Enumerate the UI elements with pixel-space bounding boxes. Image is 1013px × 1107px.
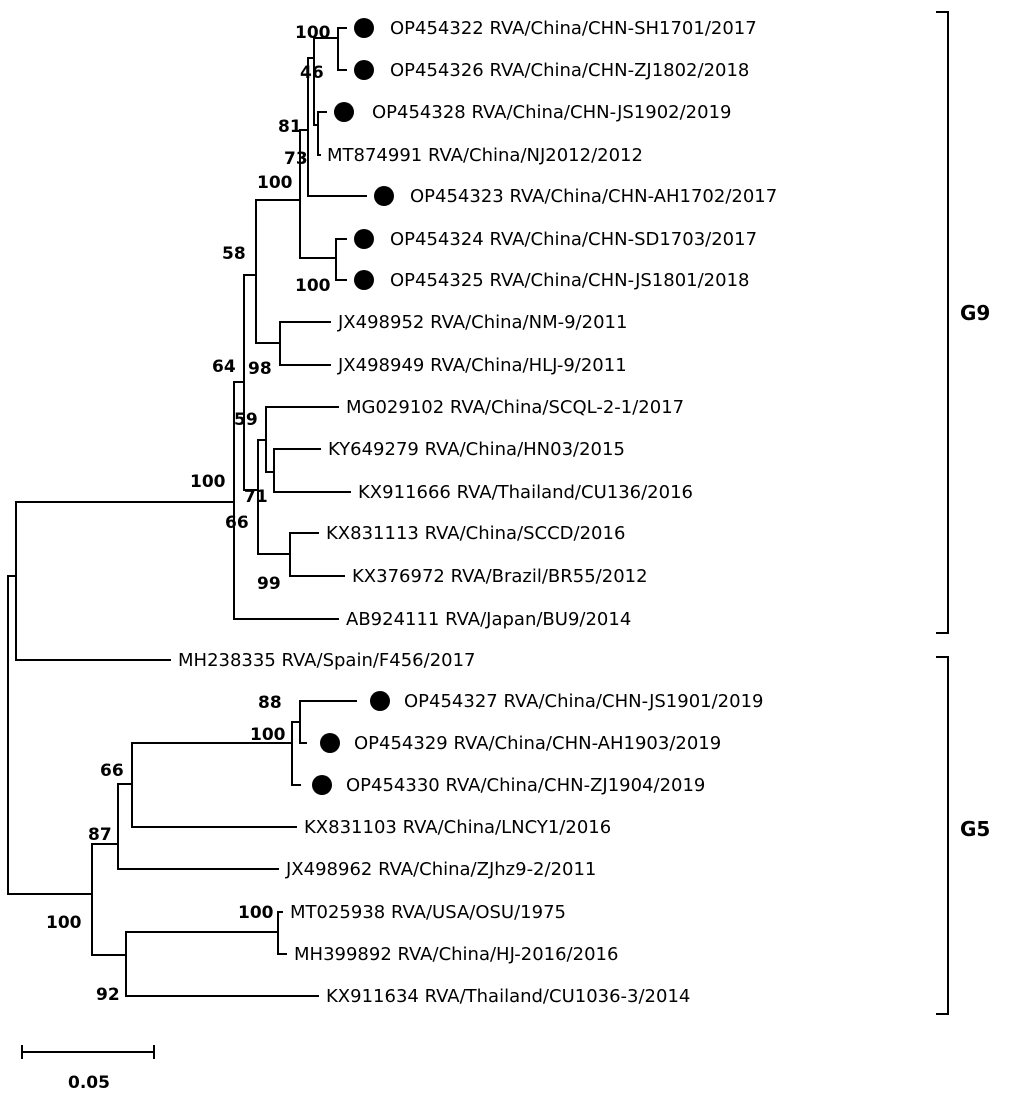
bootstrap-value: 73	[284, 149, 308, 169]
bootstrap-value: 46	[300, 63, 324, 83]
leaf-label: JX498949 RVA/China/HLJ-9/2011	[337, 355, 627, 376]
marker-dot	[312, 775, 332, 795]
leaf-label: OP454328 RVA/China/CHN-JS1902/2019	[372, 102, 731, 123]
leaf-label: MT874991 RVA/China/NJ2012/2012	[327, 145, 643, 166]
leaf-label: OP454327 RVA/China/CHN-JS1901/2019	[404, 691, 763, 712]
leaf-label: JX498962 RVA/China/ZJhz9-2/2011	[285, 859, 596, 880]
leaf-label: KX911634 RVA/Thailand/CU1036-3/2014	[326, 986, 690, 1007]
bootstrap-value: 92	[96, 985, 120, 1005]
marker-dot	[354, 270, 374, 290]
bootstrap-value: 64	[212, 357, 236, 377]
leaf-label: KX831103 RVA/China/LNCY1/2016	[304, 817, 611, 838]
bootstrap-value: 66	[100, 761, 124, 781]
bootstrap-value: 100	[250, 725, 286, 745]
leaf-label: MG029102 RVA/China/SCQL-2-1/2017	[346, 397, 684, 418]
bootstrap-value: 99	[257, 574, 281, 594]
bootstrap-value: 81	[278, 117, 302, 137]
leaf-label: OP454329 RVA/China/CHN-AH1903/2019	[354, 733, 721, 754]
bootstrap-value: 71	[244, 487, 268, 507]
leaf-labels: OP454322 RVA/China/CHN-SH1701/2017 OP454…	[178, 18, 777, 1007]
bootstrap-value: 100	[295, 276, 331, 296]
bootstrap-value: 87	[88, 825, 112, 845]
g5-bracket	[936, 656, 949, 1015]
g9-bracket	[936, 11, 949, 634]
leaf-label: OP454324 RVA/China/CHN-SD1703/2017	[390, 229, 757, 250]
leaf-label: OP454322 RVA/China/CHN-SH1701/2017	[390, 18, 757, 39]
bootstrap-value: 100	[46, 913, 82, 933]
leaf-label: MH399892 RVA/China/HJ-2016/2016	[294, 944, 618, 965]
bootstrap-value: 100	[257, 173, 293, 193]
marker-dot	[374, 186, 394, 206]
bootstrap-value: 100	[295, 23, 331, 43]
bootstrap-value: 58	[222, 244, 246, 264]
marker-dot	[320, 733, 340, 753]
bootstrap-values: 100 46 81 73 100 100 58 98 64 59 71 100 …	[46, 23, 331, 1005]
marker-dot	[354, 229, 374, 249]
leaf-label: OP454323 RVA/China/CHN-AH1702/2017	[410, 186, 777, 207]
bootstrap-value: 66	[225, 513, 249, 533]
marker-dot	[354, 60, 374, 80]
tree-branches	[7, 27, 367, 997]
bootstrap-value: 59	[234, 410, 258, 430]
marker-dot	[370, 691, 390, 711]
marker-dot	[354, 18, 374, 38]
leaf-label: OP454330 RVA/China/CHN-ZJ1904/2019	[346, 775, 705, 796]
leaf-label: KX376972 RVA/Brazil/BR55/2012	[352, 566, 648, 587]
leaf-label: AB924111 RVA/Japan/BU9/2014	[346, 609, 631, 630]
bootstrap-value: 100	[238, 903, 274, 923]
leaf-label: MT025938 RVA/USA/OSU/1975	[290, 902, 566, 923]
leaf-label: KX831113 RVA/China/SCCD/2016	[326, 523, 625, 544]
bootstrap-value: 100	[190, 472, 226, 492]
bootstrap-value: 98	[248, 359, 272, 379]
leaf-markers	[312, 18, 394, 795]
leaf-label: OP454326 RVA/China/CHN-ZJ1802/2018	[390, 60, 749, 81]
leaf-label: KX911666 RVA/Thailand/CU136/2016	[358, 482, 693, 503]
scale-bar: 0.05	[21, 1045, 155, 1093]
leaf-label: MH238335 RVA/Spain/F456/2017	[178, 650, 476, 671]
leaf-label: KY649279 RVA/China/HN03/2015	[328, 439, 625, 460]
leaf-label: JX498952 RVA/China/NM-9/2011	[337, 312, 627, 333]
scale-bar-label: 0.05	[68, 1073, 110, 1093]
bootstrap-value: 88	[258, 693, 282, 713]
marker-dot	[334, 102, 354, 122]
clade-label-g9: G9	[960, 301, 990, 325]
leaf-label: OP454325 RVA/China/CHN-JS1801/2018	[390, 270, 749, 291]
clade-label-g5: G5	[960, 817, 990, 841]
